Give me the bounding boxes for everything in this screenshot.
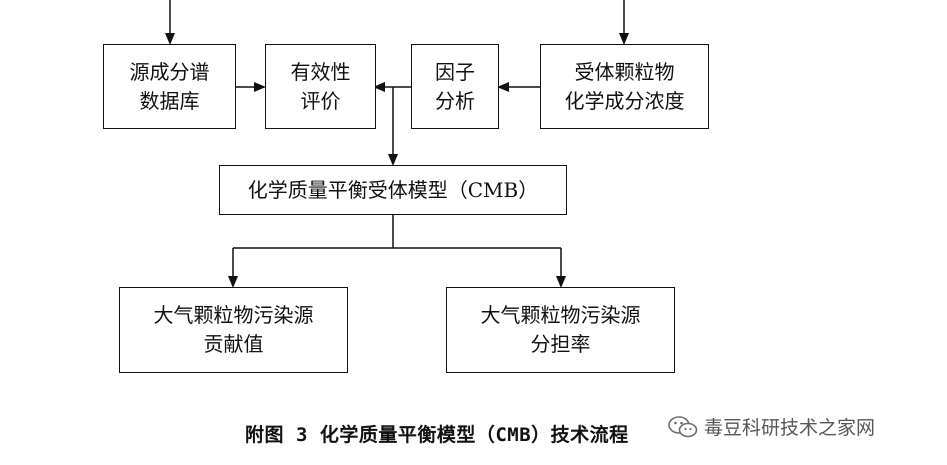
box-label-line2: 分担率 bbox=[530, 332, 591, 356]
cmb-model-box: 化学质量平衡受体模型（CMB） bbox=[219, 165, 567, 215]
contribution-value-box: 大气颗粒物污染源 贡献值 bbox=[119, 287, 348, 373]
source-profile-db-box: 源成分谱 数据库 bbox=[103, 44, 236, 129]
box-label-line1: 受体颗粒物 bbox=[574, 59, 675, 84]
box-label-line2: 贡献值 bbox=[203, 332, 264, 356]
box-label-line1: 因子 bbox=[435, 59, 475, 84]
wechat-icon bbox=[668, 415, 698, 439]
box-label-line1: 大气颗粒物污染源 bbox=[153, 303, 314, 327]
box-label-line1: 源成分谱 bbox=[129, 59, 210, 84]
box-label-line2: 化学成分浓度 bbox=[564, 88, 685, 113]
box-label-line1: 大气颗粒物污染源 bbox=[480, 303, 641, 327]
box-label-line1: 化学质量平衡受体模型（CMB） bbox=[247, 177, 539, 202]
watermark-text: 毒豆科研技术之家网 bbox=[704, 417, 876, 439]
validity-eval-box: 有效性 评价 bbox=[265, 44, 376, 129]
box-label-line1: 有效性 bbox=[290, 59, 351, 84]
box-label-line2: 数据库 bbox=[139, 88, 200, 113]
factor-analysis-box: 因子 分析 bbox=[411, 44, 499, 129]
watermark: 毒豆科研技术之家网 bbox=[668, 413, 875, 440]
receptor-concentration-box: 受体颗粒物 化学成分浓度 bbox=[540, 44, 709, 129]
figure-caption: 附图 3 化学质量平衡模型（CMB）技术流程 bbox=[245, 424, 629, 446]
share-rate-box: 大气颗粒物污染源 分担率 bbox=[446, 287, 675, 373]
box-label-line2: 评价 bbox=[300, 88, 341, 113]
box-label-line2: 分析 bbox=[435, 88, 475, 113]
